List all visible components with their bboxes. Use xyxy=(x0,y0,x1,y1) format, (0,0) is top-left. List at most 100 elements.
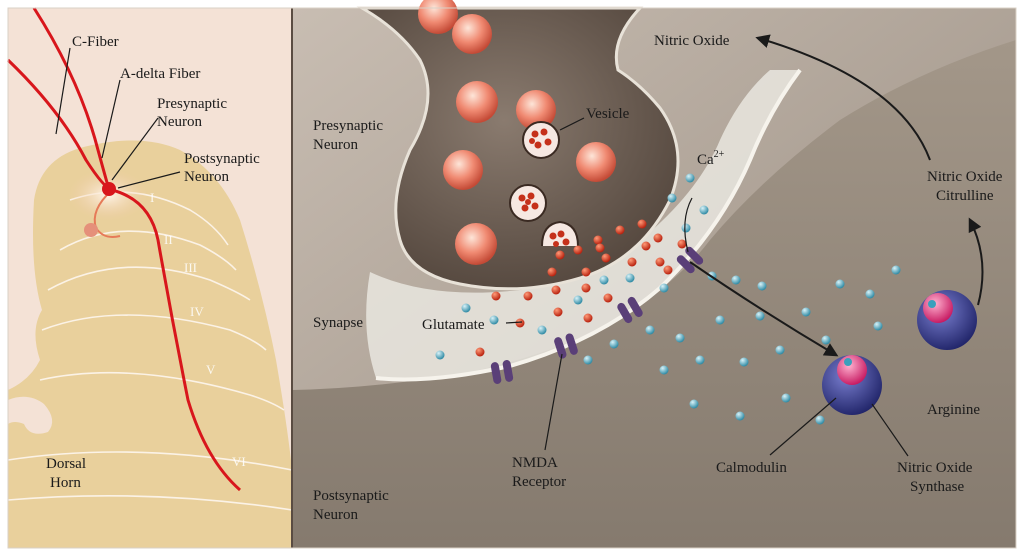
right-postsynaptic-label-line1: Postsynaptic xyxy=(313,488,389,504)
glutamate-molecule xyxy=(552,286,561,295)
calcium-ion xyxy=(610,340,619,349)
glutamate-molecule xyxy=(642,242,651,251)
glutamate-molecule xyxy=(574,246,583,255)
glutamate-vesicle xyxy=(523,122,559,158)
nmda-label-line2: Receptor xyxy=(512,474,566,490)
glutamate-molecule xyxy=(628,258,637,267)
c-fiber-label: C-Fiber xyxy=(72,34,119,50)
vesicle xyxy=(443,150,483,190)
calcium-ion xyxy=(700,206,709,215)
glutamate-molecule xyxy=(524,292,533,301)
no-citrulline-label-line2: Citrulline xyxy=(936,188,994,204)
calcium-ion xyxy=(756,312,765,321)
vesicle xyxy=(455,223,497,265)
glutamate-molecule xyxy=(596,244,605,253)
glutamate-molecule xyxy=(604,294,613,303)
calcium-ion xyxy=(436,351,445,360)
lamina-5-label: V xyxy=(206,362,216,377)
glutamate-molecule xyxy=(678,240,687,249)
calcium-ion xyxy=(866,290,875,299)
glutamate-molecule xyxy=(656,258,665,267)
calmodulin-label: Calmodulin xyxy=(716,460,787,476)
no-citrulline-label-line1: Nitric Oxide xyxy=(927,169,1003,185)
glutamate-molecule xyxy=(638,220,647,229)
left-panel: C-Fiber A-delta Fiber Presynaptic Neuron… xyxy=(8,8,292,548)
right-presynaptic-label-line1: Presynaptic xyxy=(313,118,383,134)
left-presynaptic-label-line2: Neuron xyxy=(157,114,202,130)
presynaptic-terminal-dot xyxy=(102,182,116,196)
no-synthase-label-line2: Synthase xyxy=(910,479,965,495)
glutamate-molecule xyxy=(556,251,565,260)
glutamate-molecule xyxy=(554,308,563,317)
vesicle xyxy=(576,142,616,182)
calcium-ion xyxy=(816,416,825,425)
glutamate-molecule xyxy=(664,266,673,275)
calcium-ion xyxy=(462,304,471,313)
glutamate-molecule xyxy=(492,292,501,301)
glutamate-molecule xyxy=(476,348,485,357)
glutamate-molecule xyxy=(654,234,663,243)
glutamate-molecule xyxy=(594,236,603,245)
calcium-ion xyxy=(696,356,705,365)
vesicle-label: Vesicle xyxy=(586,106,630,122)
arginine-enzyme xyxy=(917,290,977,350)
right-panel: Presynaptic Neuron Vesicle Synapse Gluta… xyxy=(293,0,1016,548)
calcium-ion xyxy=(574,296,583,305)
synapse-label: Synapse xyxy=(313,315,363,331)
left-postsynaptic-label-line2: Neuron xyxy=(184,169,229,185)
calcium-ion xyxy=(600,276,609,285)
nmda-label-line1: NMDA xyxy=(512,455,558,471)
lamina-1-label: I xyxy=(150,190,154,205)
calcium-ion xyxy=(782,394,791,403)
calcium-ion xyxy=(732,276,741,285)
glutamate-molecule xyxy=(602,254,611,263)
calcium-ion xyxy=(822,336,831,345)
calcium-ion xyxy=(686,174,695,183)
lamina-3-label: III xyxy=(184,260,197,275)
calcium-ion xyxy=(776,346,785,355)
glutamate-molecule xyxy=(548,268,557,277)
calcium-ion xyxy=(682,224,691,233)
calcium-ion xyxy=(660,284,669,293)
nitric-oxide-label: Nitric Oxide xyxy=(654,33,730,49)
calcium-ion xyxy=(892,266,901,275)
right-postsynaptic-label-line2: Neuron xyxy=(313,507,358,523)
calcium-ion xyxy=(538,326,547,335)
calcium-ion xyxy=(646,326,655,335)
right-presynaptic-label-line2: Neuron xyxy=(313,137,358,153)
calcium-ion xyxy=(802,308,811,317)
lamina-4-label: IV xyxy=(190,304,204,319)
vesicle xyxy=(456,81,498,123)
glutamate-label: Glutamate xyxy=(422,317,485,333)
calcium-ion xyxy=(660,366,669,375)
calcium-ion xyxy=(836,280,845,289)
calcium-ion xyxy=(584,356,593,365)
dorsal-horn-label-line2: Horn xyxy=(50,475,81,491)
calcium-ion xyxy=(690,400,699,409)
left-postsynaptic-label-line1: Postsynaptic xyxy=(184,151,260,167)
a-delta-fiber-label: A-delta Fiber xyxy=(120,66,200,82)
calcium-ion xyxy=(874,322,883,331)
lamina-2-label: II xyxy=(164,232,173,247)
calcium-ion xyxy=(490,316,499,325)
lamina-6-label: VI xyxy=(232,454,246,469)
calcium-ion xyxy=(736,412,745,421)
glutamate-molecule xyxy=(616,226,625,235)
calcium-ion xyxy=(626,274,635,283)
left-presynaptic-label-line1: Presynaptic xyxy=(157,96,227,112)
glutamate-molecule xyxy=(582,284,591,293)
calcium-ion xyxy=(758,282,767,291)
postsynaptic-soma xyxy=(84,223,98,237)
glutamate-molecule xyxy=(516,319,525,328)
calcium-ion xyxy=(716,316,725,325)
calcium-ion xyxy=(668,194,677,203)
calcium-ion xyxy=(740,358,749,367)
arginine-label: Arginine xyxy=(927,402,980,418)
dorsal-horn-label-line1: Dorsal xyxy=(46,456,86,472)
vesicle xyxy=(452,14,492,54)
no-synthase-label-line1: Nitric Oxide xyxy=(897,460,973,476)
glutamate-molecule xyxy=(582,268,591,277)
glutamate-molecule xyxy=(584,314,593,323)
